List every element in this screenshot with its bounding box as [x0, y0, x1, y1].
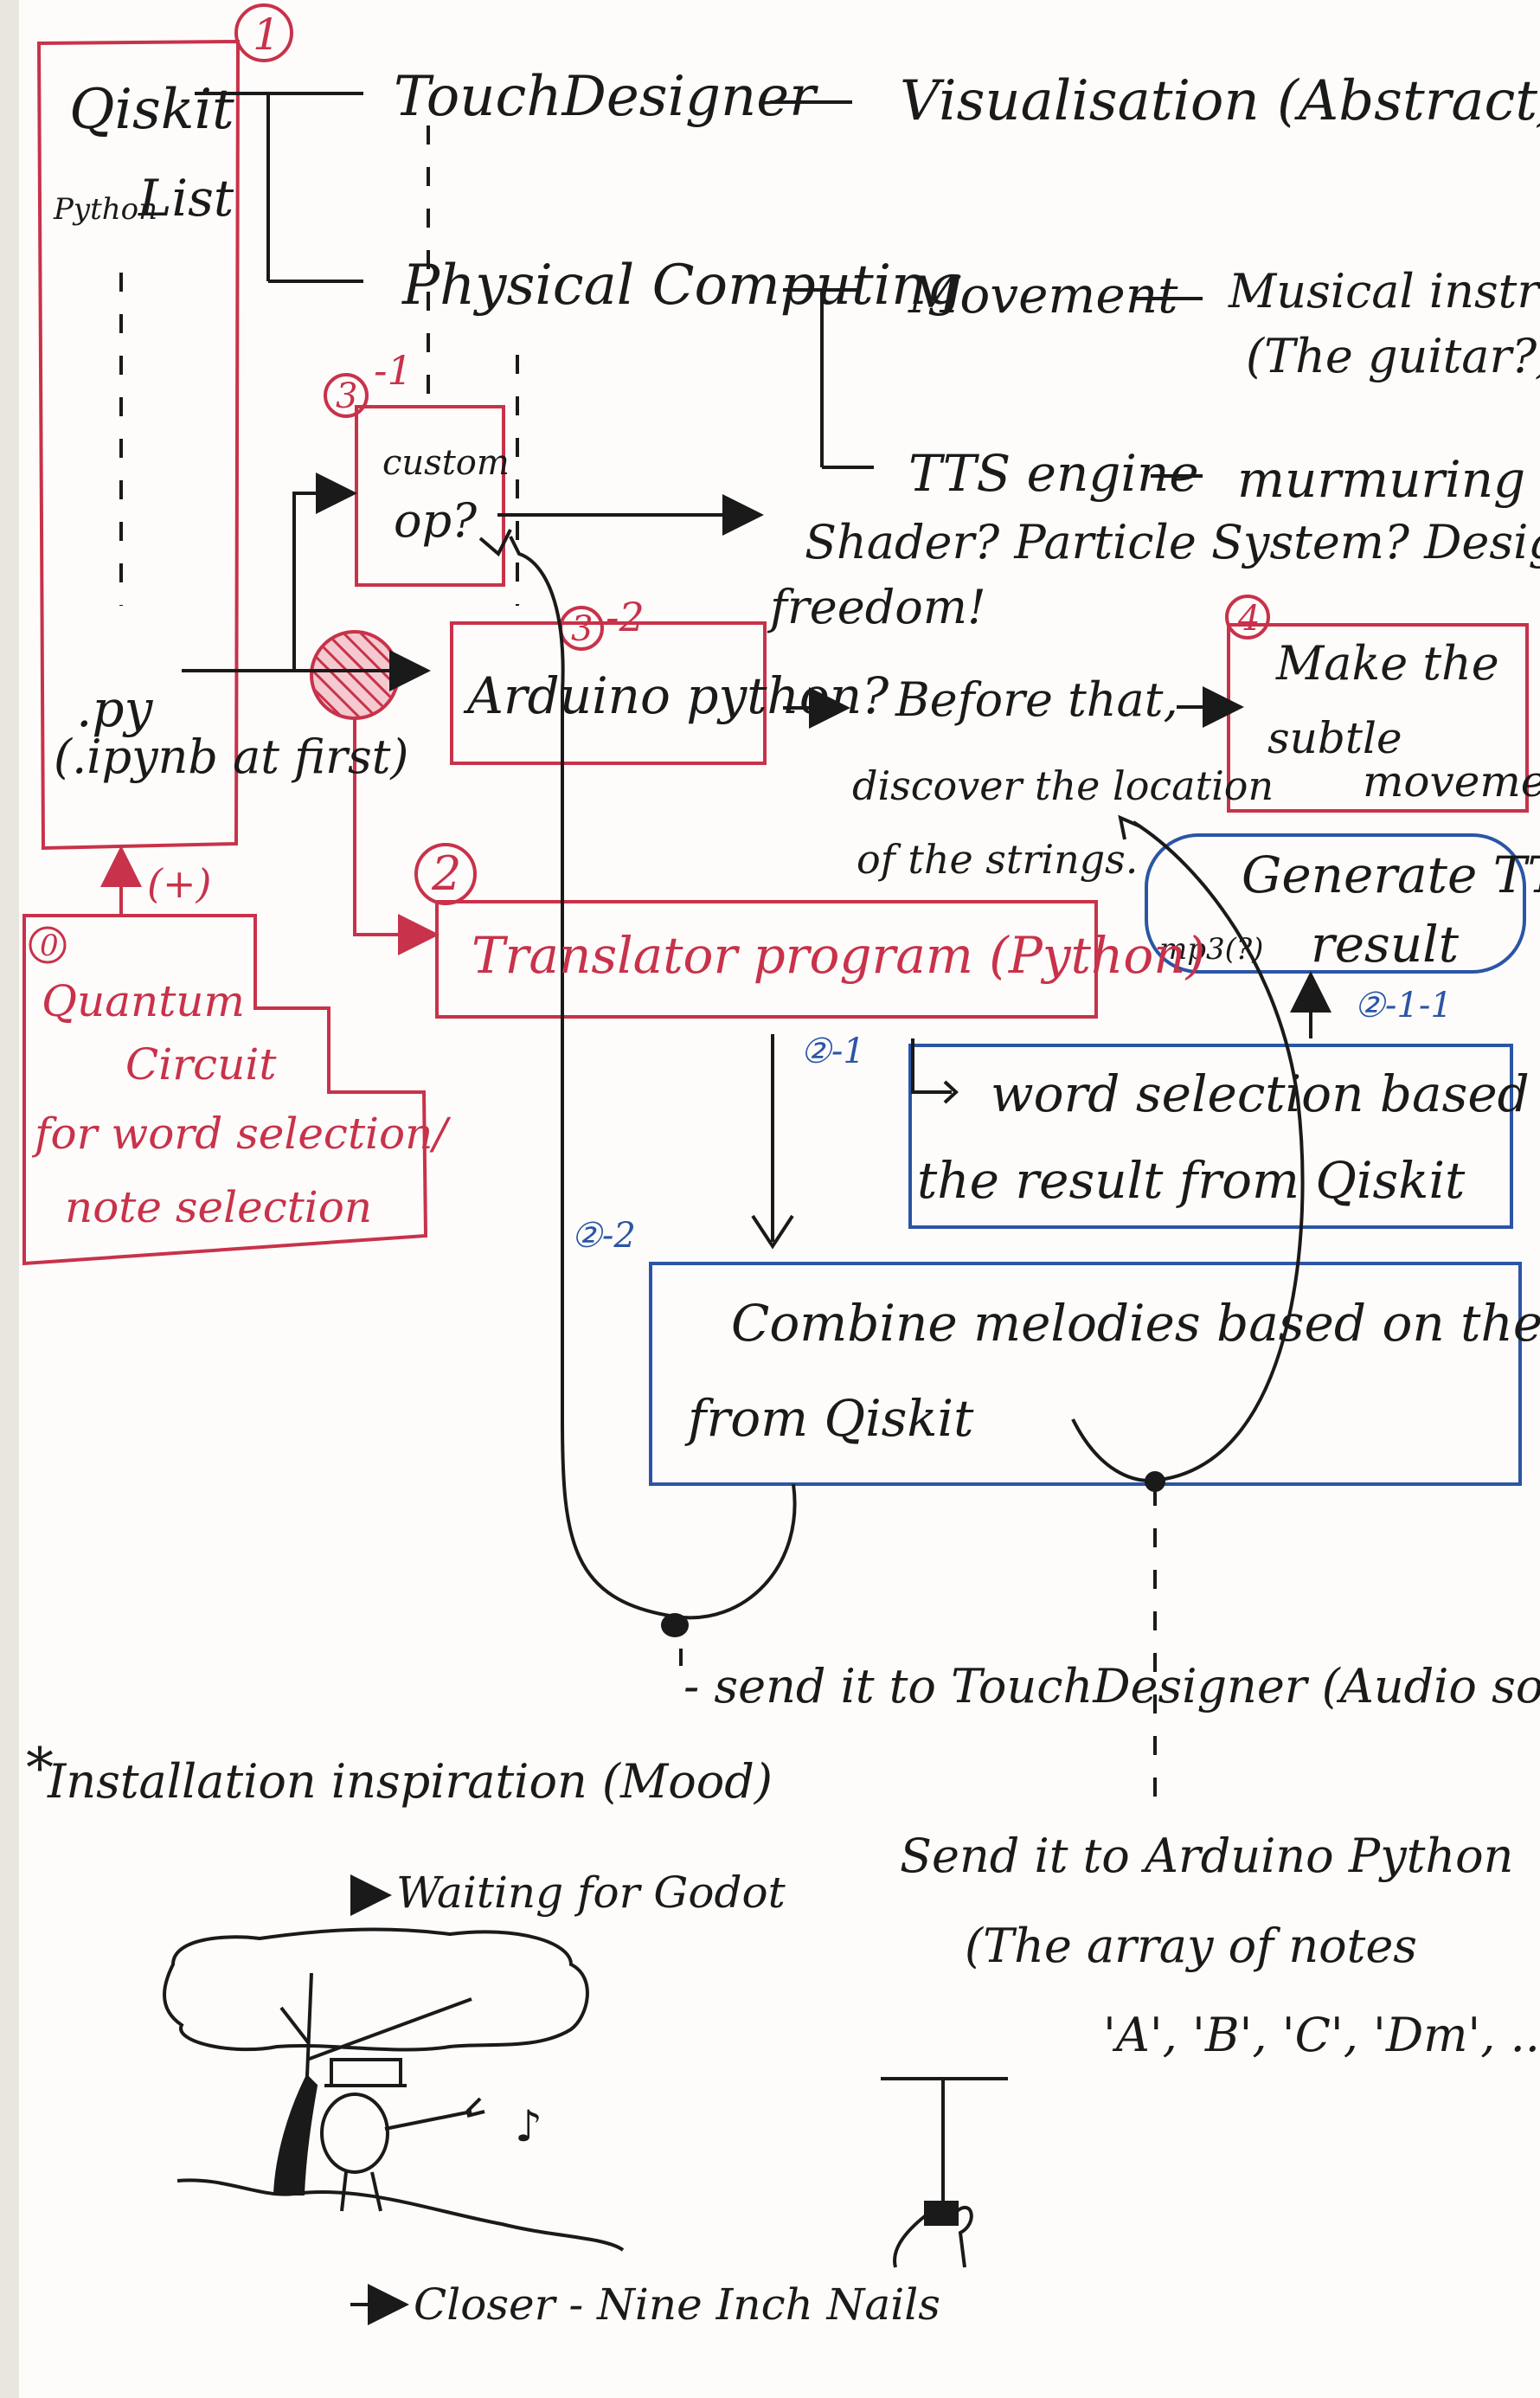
translator-box	[435, 900, 1098, 1019]
combine-line2: from Qiskit	[688, 1389, 974, 1448]
qiskit-label: Qiskit	[69, 78, 234, 142]
num1-circle	[234, 3, 293, 62]
send-arduino-line1: Send it to Arduino Python	[900, 1829, 1514, 1883]
movement-label: Movement	[908, 266, 1178, 325]
closer-label: Closer - Nine Inch Nails	[414, 2279, 940, 2330]
send-arduino-line2: (The array of notes	[965, 1919, 1417, 1973]
num0-label: 0	[40, 929, 59, 963]
arduino-box	[450, 621, 767, 765]
quantum-box	[22, 914, 428, 1266]
num1-label: 1	[253, 10, 280, 60]
send-arduino-line3: 'A', 'B', 'C', 'Dm', ...)	[1103, 2008, 1540, 2062]
tts-engine-label: TTS engine	[908, 444, 1199, 503]
page-edge	[0, 0, 19, 2398]
plus-label: (+)	[147, 860, 212, 907]
list-label: List	[138, 169, 234, 228]
custom-label: custom	[382, 443, 510, 483]
generate-line1: Generate TTS	[1242, 845, 1540, 904]
physical-computing-label: Physical Computing	[402, 254, 963, 318]
num0-circle	[29, 926, 67, 964]
label-2-1-1: ②-1-1	[1354, 986, 1453, 1025]
visualisation-label: Visualisation (Abstract)	[900, 69, 1540, 133]
num4-label: 4	[1238, 599, 1261, 639]
num3-1-label: 3	[336, 376, 358, 416]
num3-2-label: 3	[571, 609, 594, 649]
num2-circle	[414, 843, 477, 905]
make-line1: Make the	[1276, 636, 1499, 691]
num4-circle	[1225, 595, 1270, 640]
quantum-line1: Quantum	[42, 976, 245, 1026]
generate-tts-box	[1145, 833, 1526, 974]
make-line2: subtle	[1267, 713, 1402, 763]
murmuring-label: murmuring	[1237, 450, 1526, 509]
before-line1: Before that,	[895, 672, 1178, 727]
quantum-line3: for word selection/	[35, 1109, 448, 1159]
word-line2: the result from Qiskit	[917, 1151, 1466, 1210]
godot-label: Waiting for Godot	[396, 1868, 786, 1918]
quantum-line4: note selection	[65, 1182, 373, 1232]
music-notes: ♪	[515, 2101, 542, 2151]
py-label: .py	[76, 679, 153, 738]
star-label: *	[26, 1737, 54, 1801]
num2-label: 2	[432, 846, 462, 901]
num3-1-sub: -1	[374, 347, 413, 394]
quantum-line2: Circuit	[125, 1039, 277, 1090]
mp3-label: mp3(?)	[1159, 932, 1264, 967]
python-small-label: Python	[54, 192, 158, 227]
word-selection-box	[908, 1044, 1513, 1229]
combine-box	[649, 1262, 1522, 1486]
combine-line1: Combine melodies based on the result	[731, 1294, 1540, 1353]
inspiration-title: Installation inspiration (Mood)	[48, 1754, 773, 1809]
make-line3: movement	[1363, 756, 1540, 807]
num3-1-circle	[324, 373, 369, 418]
num3-2-sub: -2	[606, 594, 645, 640]
result-label: result	[1311, 915, 1460, 974]
shader-line1: Shader? Particle System? Design in	[805, 515, 1540, 569]
label-2-2: ②-2	[571, 1216, 636, 1256]
translator-label: Translator program (Python)	[472, 926, 1206, 985]
word-line1: word selection based on	[991, 1064, 1540, 1123]
arduino-python-label: Arduino python?	[467, 666, 889, 725]
send-touchdesigner: - send it to TouchDesigner (Audio source…	[683, 1659, 1540, 1713]
touchdesigner-label: TouchDesigner	[394, 65, 816, 129]
op-label: op?	[394, 493, 478, 548]
shader-line2: freedom!	[770, 580, 986, 634]
instrument-line2: (The guitar?)	[1246, 329, 1540, 383]
instrument-line1: Musical instrument	[1229, 264, 1540, 318]
ipynb-label: (.ipynb at first)	[54, 730, 409, 784]
before-line2: discover the location	[852, 762, 1274, 809]
hatched-node	[310, 630, 400, 720]
before-line3: of the strings.	[857, 836, 1139, 883]
qiskit-box	[36, 39, 241, 851]
label-2-1: ②-1	[800, 1032, 865, 1071]
